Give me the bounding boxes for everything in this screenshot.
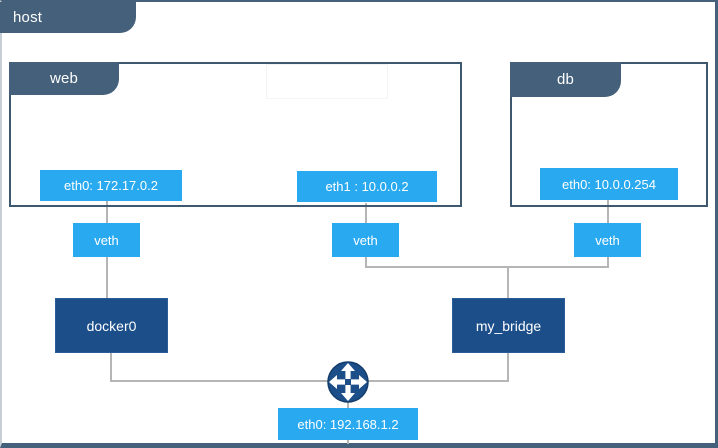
connector-line [110, 353, 112, 382]
docker0-bridge-box: docker0 [55, 298, 168, 353]
web-container [9, 62, 462, 207]
connector-line [347, 400, 349, 408]
my-bridge-box: my_bridge [452, 298, 565, 353]
connector-line [367, 380, 509, 382]
connector-line [110, 380, 330, 382]
connector-line [365, 257, 367, 268]
empty-box [266, 64, 388, 99]
connector-line [106, 257, 108, 298]
connector-line [347, 440, 349, 444]
web-eth0-label: eth0: 172.17.0.2 [40, 170, 182, 201]
connector-line [507, 353, 509, 382]
web-eth1-label: eth1 : 10.0.0.2 [297, 171, 437, 202]
web-label: web [49, 70, 79, 87]
connector-line [106, 200, 108, 223]
connector-line [607, 257, 609, 268]
db-eth0-label: eth0: 10.0.0.254 [540, 168, 678, 200]
db-label: db [556, 71, 575, 88]
web-tab: web [9, 62, 119, 95]
router-icon [326, 360, 370, 404]
host-eth0-label: eth0: 192.168.1.2 [278, 408, 418, 440]
connector-line [607, 200, 609, 223]
veth-box-docker0: veth [73, 223, 140, 257]
connector-line [365, 266, 609, 268]
connector-line [507, 266, 509, 298]
db-tab: db [510, 62, 621, 97]
veth-box-db-mybridge: veth [574, 223, 641, 257]
veth-box-web-mybridge: veth [332, 223, 399, 257]
host-tab: host [0, 2, 136, 33]
connector-line [365, 203, 367, 223]
host-label: host [13, 9, 43, 26]
